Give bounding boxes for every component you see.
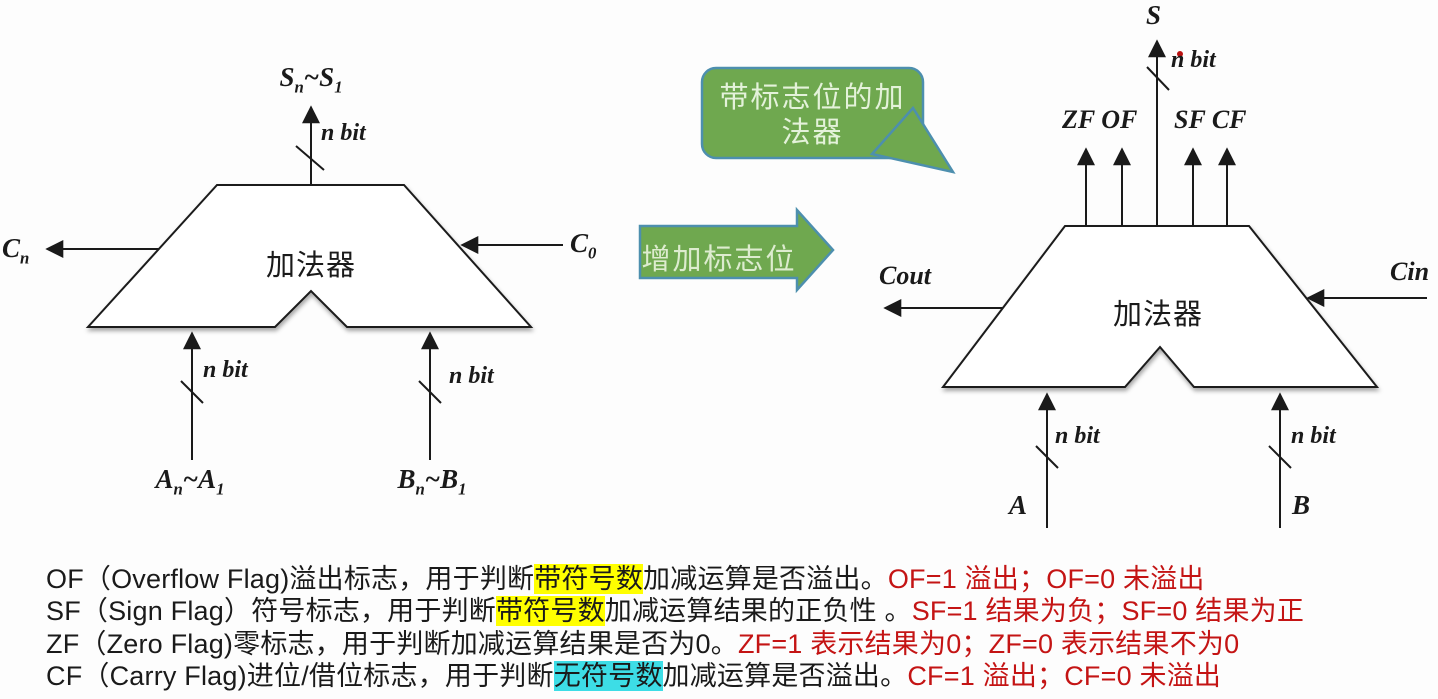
right-input-b-bus-width: n bit <box>1291 423 1336 449</box>
left-adder-name: 加法器 <box>265 250 356 282</box>
note-text: 加减运算是否溢出。 <box>643 564 888 594</box>
note-highlight: 带符号数 <box>534 564 644 594</box>
flag-note-of: OF（Overflow Flag)溢出标志，用于判断带符号数加减运算是否溢出。O… <box>46 557 1205 596</box>
right-carry-in-label: Cin <box>1390 257 1430 286</box>
right-input-a-slash <box>1035 445 1059 469</box>
right-carry-out-label: Cout <box>879 261 932 290</box>
left-input-a-slash <box>180 380 204 404</box>
left-adder-diagram <box>45 105 563 460</box>
red-dot-annotation <box>1177 51 1183 57</box>
flag-note-sf: SF（Sign Flag）符号标志，用于判断带符号数加减运算结果的正负性 。SF… <box>46 589 1304 628</box>
left-input-a-bus-width: n bit <box>203 357 248 383</box>
note-text: SF（Sign Flag）符号标志，用于判断 <box>46 596 496 626</box>
callout-bubble-body <box>700 66 925 160</box>
note-highlight: 带符号数 <box>495 596 605 626</box>
callout-text: 带标志位的加 法器 <box>702 81 923 151</box>
right-input-b-slash <box>1268 445 1292 469</box>
right-input-a-bus-width: n bit <box>1055 423 1100 449</box>
flags-right-label: SF CF <box>1174 105 1247 134</box>
left-sum-bus-width: n bit <box>321 120 366 146</box>
right-adder-name: 加法器 <box>1112 299 1203 331</box>
right-adder-shape <box>940 225 1380 388</box>
left-carry-out-label: Cn <box>2 233 30 268</box>
flag-note-zf: ZF（Zero Flag)零标志，用于判断加减运算结果是否为0。ZF=1 表示结… <box>46 622 1239 661</box>
left-carry-in-label: C0 <box>570 228 597 263</box>
left-input-a-label: An~A1 <box>155 464 225 499</box>
note-text: ZF（Zero Flag)零标志，用于判断加减运算结果是否为0。 <box>46 629 738 659</box>
left-input-b-label: Bn~B1 <box>397 464 467 499</box>
right-adder-diagram <box>883 39 1427 528</box>
callout-bubble <box>700 66 956 174</box>
right-input-a-label: A <box>1009 490 1028 520</box>
left-sum-label: Sn~S1 <box>279 62 343 97</box>
right-sum-label: S <box>1146 0 1162 30</box>
transform-block-arrow <box>638 206 835 294</box>
left-input-b-slash <box>418 380 442 404</box>
left-sum-bus-slash <box>295 145 325 171</box>
right-sum-bus-width: n bit <box>1171 47 1216 73</box>
note-rule: SF=1 结果为负；SF=0 结果为正 <box>911 596 1305 626</box>
note-text: 加减运算结果的正负性 。 <box>604 596 912 626</box>
note-text: OF（Overflow Flag)溢出标志，用于判断 <box>46 564 535 594</box>
left-adder-shape <box>85 184 534 328</box>
callout-bubble-tail <box>869 105 956 174</box>
left-input-b-bus-width: n bit <box>449 363 494 389</box>
callout-text-line2: 法器 <box>781 117 844 149</box>
note-highlight: 无符号数 <box>553 661 663 691</box>
right-sum-bus-slash <box>1146 66 1170 91</box>
callout-text-line1: 带标志位的加 <box>719 82 906 114</box>
note-rule: CF=1 溢出；CF=0 未溢出 <box>907 661 1222 691</box>
note-rule: ZF=1 表示结果为0；ZF=0 表示结果不为0 <box>737 629 1240 659</box>
flags-left-label: ZF OF <box>1062 105 1138 134</box>
note-rule: OF=1 溢出；OF=0 未溢出 <box>887 564 1205 594</box>
right-input-b-label: B <box>1292 490 1311 520</box>
note-text: CF（Carry Flag)进位/借位标志，用于判断 <box>46 661 554 691</box>
transform-arrow-label: 增加标志位 <box>641 244 797 276</box>
note-text: 加减运算是否溢出。 <box>662 661 908 691</box>
flag-note-cf: CF（Carry Flag)进位/借位标志，用于判断无符号数加减运算是否溢出。C… <box>46 654 1221 693</box>
